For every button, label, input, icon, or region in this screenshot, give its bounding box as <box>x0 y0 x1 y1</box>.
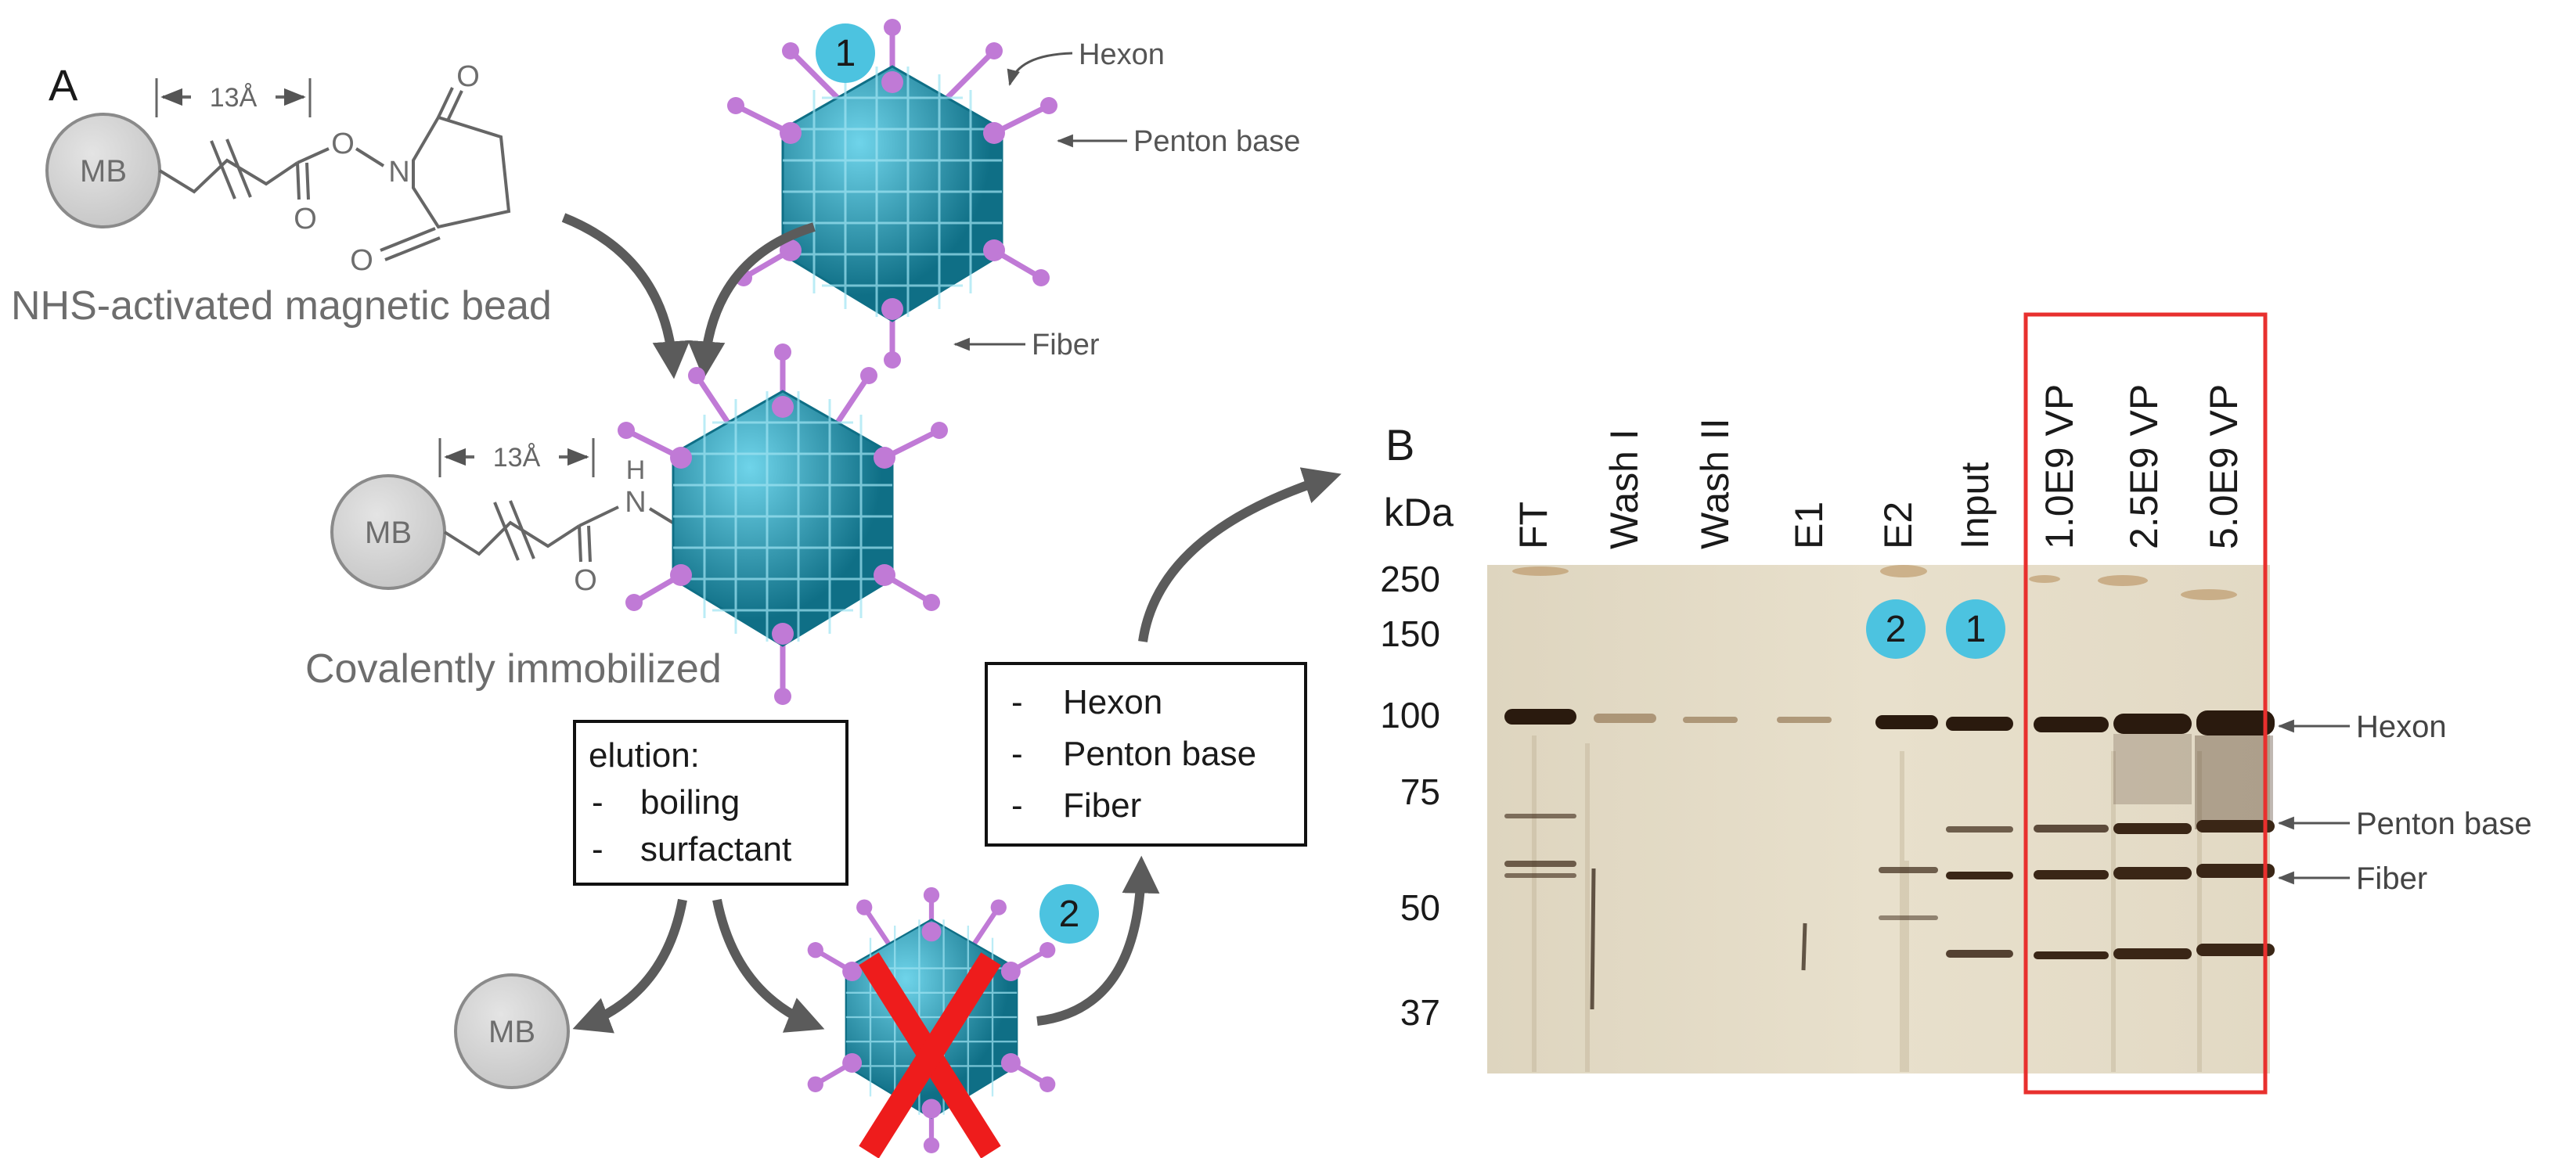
band-ft-hexon <box>1504 709 1576 725</box>
band-2-5e9-hexon <box>2113 714 2192 734</box>
ring-oxygen-top: O <box>456 60 480 93</box>
component-bullet-1: - <box>1011 683 1023 721</box>
panel-a-label: A <box>49 60 78 110</box>
fiber-band-label: Fiber <box>2356 861 2427 896</box>
badge-1-top <box>816 23 875 83</box>
bead-label: MB <box>80 154 127 189</box>
nhs-bead-structure: MB 13Å O O N O O <box>45 60 511 277</box>
ring-oxygen-bottom: O <box>350 244 373 277</box>
lane-label-2-5e9: 2.5E9 VP <box>2122 384 2166 549</box>
components-box: - Hexon - Penton base - Fiber <box>985 662 1307 847</box>
linker-chain <box>158 158 299 194</box>
lane-labels: FT Wash I Wash II E1 E2 Input 1.0E9 VP 2… <box>1511 384 2246 549</box>
band-input-hexon <box>1946 717 2013 731</box>
bead-label-released: MB <box>488 1015 535 1049</box>
lane-label-ft: FT <box>1511 502 1555 549</box>
carbonyl-oxygen: O <box>294 203 317 236</box>
lane-label-e2: E2 <box>1876 502 1920 549</box>
marker-150: 150 <box>1380 613 1440 654</box>
penton-label: Penton base <box>1133 125 1300 158</box>
elution-title: elution: <box>589 736 700 775</box>
band-e2-hexon <box>1875 715 1938 729</box>
arrow-to-disrupted-virus <box>712 898 825 1033</box>
marker-labels: 250 150 100 75 50 37 <box>1380 559 1440 1033</box>
spacer-length: 13Å <box>210 83 258 113</box>
lane-label-5-0e9: 5.0E9 VP <box>2202 384 2246 549</box>
component-bullet-3: - <box>1011 786 1023 825</box>
gel-image <box>1487 565 2275 1073</box>
badge-2-e2-text: 2 <box>1886 609 1907 650</box>
band-1e9-hexon <box>2034 717 2109 732</box>
lane-label-wash-1: Wash I <box>1602 429 1646 549</box>
hexon-callout-line <box>1007 52 1073 87</box>
marker-250: 250 <box>1380 559 1440 599</box>
ring-nitrogen: N <box>388 156 409 189</box>
ester-oxygen: O <box>331 128 355 160</box>
adenovirus-disrupted <box>807 886 1056 1153</box>
adenovirus-intact <box>727 19 1057 369</box>
component-bullet-2: - <box>1011 735 1023 773</box>
lane-label-e1: E1 <box>1787 502 1831 549</box>
marker-75: 75 <box>1400 771 1440 812</box>
red-x-mark <box>859 952 1001 1158</box>
component-hexon: Hexon <box>1063 683 1162 721</box>
badge-1-input-text: 1 <box>1965 609 1987 650</box>
marker-50: 50 <box>1400 887 1440 928</box>
bead-label-immobilized: MB <box>365 516 412 550</box>
elution-bullet-1: - <box>592 783 603 822</box>
badge-2-left <box>1039 884 1099 944</box>
succinimide-ring <box>412 115 511 229</box>
band-5e9-hexon <box>2196 710 2275 735</box>
marker-37: 37 <box>1400 992 1440 1033</box>
arrow-virus-to-complex <box>687 222 816 379</box>
adenovirus-immobilized <box>618 343 948 705</box>
arrow-bead-to-complex <box>561 213 690 379</box>
elution-box: elution: - boiling - surfactant <box>573 720 848 886</box>
badge-2-left-text: 2 <box>1059 894 1080 935</box>
immobilized-structure: MB 13Å O N H <box>330 438 679 597</box>
hexon-label: Hexon <box>1079 38 1165 71</box>
fiber-label: Fiber <box>1032 329 1100 361</box>
arrow-to-bead <box>572 898 687 1034</box>
component-penton-base: Penton base <box>1063 735 1256 773</box>
component-fiber: Fiber <box>1063 786 1141 825</box>
arrow-to-gel <box>1138 467 1342 642</box>
amide-hydrogen: H <box>626 455 646 485</box>
marker-100: 100 <box>1380 695 1440 735</box>
nhs-bead-caption: NHS-activated magnetic bead <box>11 283 552 329</box>
hexon-band-label: Hexon <box>2356 710 2447 744</box>
badge-1-top-text: 1 <box>835 33 856 74</box>
amide-nitrogen: N <box>625 486 646 519</box>
lane-label-wash-2: Wash II <box>1693 418 1737 549</box>
kda-unit-label: kDa <box>1384 491 1454 534</box>
immobilized-caption: Covalently immobilized <box>305 646 722 692</box>
lane-label-1-0e9: 1.0E9 VP <box>2037 384 2081 549</box>
arrow-to-components <box>1036 855 1160 1026</box>
spacer-length-2: 13Å <box>493 443 541 473</box>
penton-band-label: Penton base <box>2356 807 2532 841</box>
magnetic-bead-released <box>454 973 570 1089</box>
badge-2-e2 <box>1866 599 1926 659</box>
vp-lanes-highlight <box>2023 312 2268 1095</box>
amide-oxygen: O <box>574 564 597 597</box>
lane-label-input: Input <box>1953 462 1997 549</box>
panel-b-label: B <box>1385 420 1414 469</box>
elution-bullet-2: - <box>592 830 603 868</box>
elution-item-surfactant: surfactant <box>640 830 791 868</box>
elution-item-boiling: boiling <box>640 783 740 822</box>
badge-1-input <box>1946 599 2005 659</box>
